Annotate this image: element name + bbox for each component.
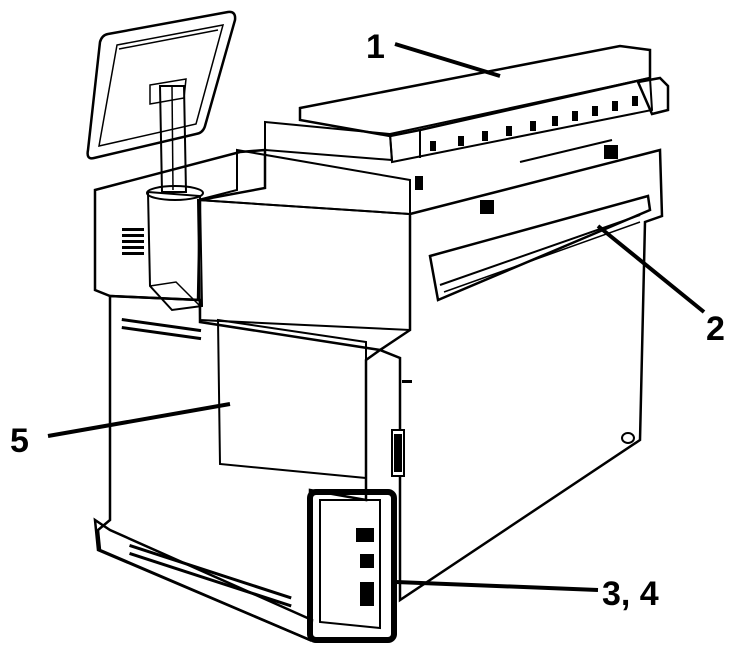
scanner-unit	[264, 44, 670, 164]
callout-1: 1	[366, 28, 385, 66]
callout-leaders	[47, 42, 706, 592]
lower-left-vents	[121, 317, 292, 608]
paper-output-tray	[428, 194, 652, 302]
paper-vent-2	[604, 145, 618, 159]
paper-vent-1	[480, 200, 494, 214]
control-panel-monitor	[86, 10, 237, 160]
connector-highlight-box	[307, 489, 397, 643]
connector-panel	[307, 489, 397, 643]
left-vent	[122, 228, 144, 255]
callout-2: 2	[706, 310, 725, 348]
printer-body	[93, 139, 664, 642]
callout-3-4: 3, 4	[602, 575, 659, 613]
scanner-feed-slots	[430, 96, 638, 151]
monitor-stand	[146, 85, 204, 201]
callout-5: 5	[10, 422, 29, 460]
